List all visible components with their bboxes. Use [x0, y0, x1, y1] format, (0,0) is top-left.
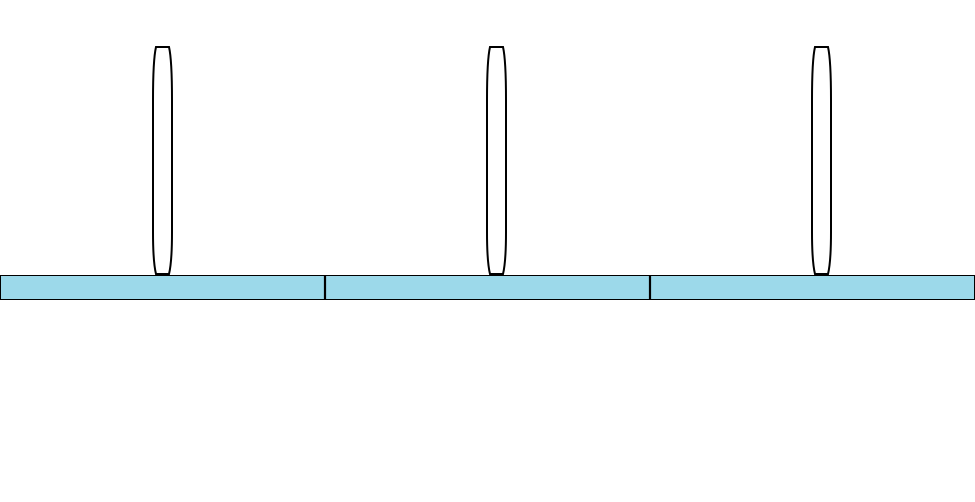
base-segment-1: [0, 275, 326, 300]
base-segment-2: [324, 275, 651, 300]
rods: [152, 46, 832, 275]
base-segment-3: [649, 275, 975, 300]
base-bar: [0, 275, 975, 300]
vertical-rod-3: [811, 46, 832, 275]
vertical-rod-2: [486, 46, 507, 275]
vertical-rod-1: [152, 46, 173, 275]
